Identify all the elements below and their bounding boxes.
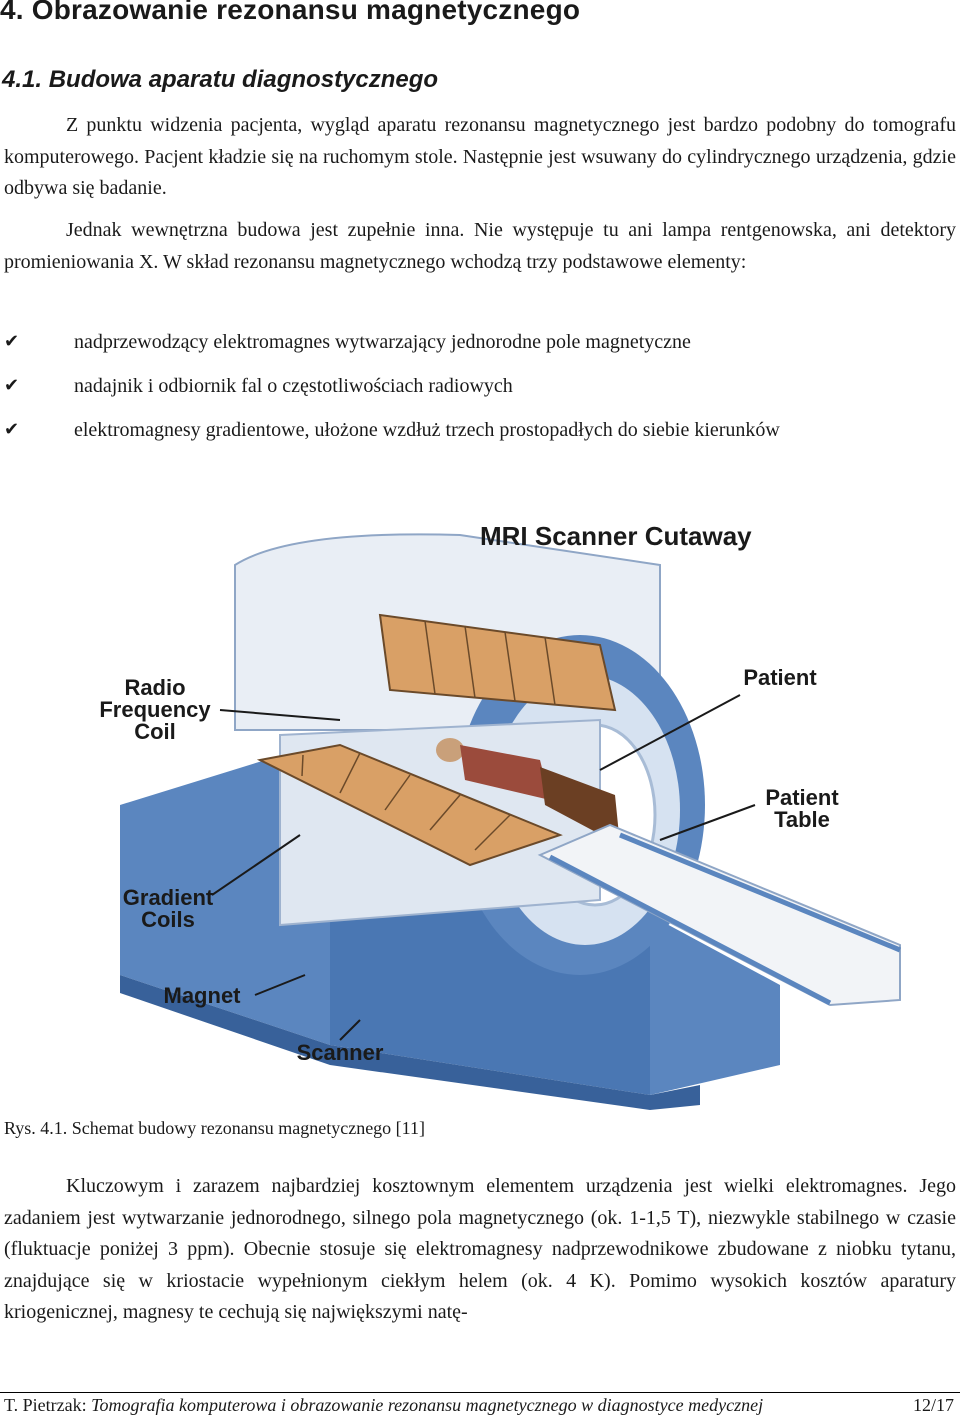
gradient-coil-bottom	[256, 743, 563, 867]
patient-figure	[436, 738, 620, 845]
checkmark-icon: ✔	[4, 375, 20, 396]
list-item: ✔elektromagnesy gradientowe, ułożone wzd…	[4, 408, 780, 452]
paragraph-intro: Z punktu widzenia pacjenta, wygląd apara…	[4, 114, 956, 199]
gradient-coil-bottom-segments	[301, 752, 511, 851]
leader-magnet	[254, 974, 306, 996]
leader-gradient-coils	[211, 834, 301, 896]
checkmark-icon: ✔	[4, 331, 20, 352]
label-patient-table-line2: Table	[774, 807, 830, 832]
table-rail-bottom	[548, 854, 832, 1006]
label-patient: Patient	[743, 665, 817, 690]
label-magnet: Magnet	[164, 983, 242, 1008]
label-rf-coil-line1: Radio	[124, 675, 185, 700]
label-scanner: Scanner	[297, 1040, 384, 1065]
footer-title: Tomografia komputerowa i obrazowanie rez…	[91, 1395, 764, 1415]
list-item: ✔nadajnik i odbiornik fal o częstotliwoś…	[4, 364, 780, 408]
label-rf-coil-line3: Coil	[134, 719, 176, 744]
footer-author: T. Pietrzak:	[4, 1395, 92, 1415]
label-gradient-coils-line2: Coils	[141, 907, 195, 932]
label-rf-coil-line2: Frequency	[99, 697, 211, 722]
footer-citation: T. Pietrzak: Tomografia komputerowa i ob…	[4, 1395, 763, 1416]
leader-rf-coil	[219, 709, 341, 721]
label-gradient-coils-line1: Gradient	[123, 885, 214, 910]
paragraph-electromagnet: Kluczowym i zarazem najbardziej kosztown…	[4, 1175, 956, 1323]
chapter-heading: 4. Obrazowanie rezonansu magnetycznego	[0, 0, 581, 25]
leader-patient-table	[659, 804, 756, 841]
magnet-base-bottom	[120, 975, 700, 1110]
figure-caption: Rys. 4.1. Schemat budowy rezonansu magne…	[4, 1118, 426, 1138]
checkmark-icon: ✔	[4, 419, 20, 440]
rf-coil-top	[378, 613, 617, 712]
leader-scanner	[339, 1019, 361, 1041]
rf-coil-top-segments	[424, 620, 556, 706]
mri-scanner-cutaway-figure: MRI Scanner Cutaway Radio Frequency Coil…	[99, 521, 901, 1110]
table-support	[650, 915, 780, 1095]
figure-title: MRI Scanner Cutaway	[480, 521, 752, 551]
leader-patient	[599, 694, 741, 771]
label-patient-table-line1: Patient	[765, 785, 839, 810]
list-item: ✔nadprzewodzący elektromagnes wytwarzają…	[4, 320, 780, 364]
table-rail-top	[619, 832, 901, 953]
page-number: 12/17	[912, 1395, 954, 1415]
paragraph-internal-structure: Jednak wewnętrzna budowa jest zupełnie i…	[4, 219, 956, 273]
magnet-base-left	[120, 740, 330, 1045]
page-footer: T. Pietrzak: Tomografia komputerowa i ob…	[0, 1392, 960, 1418]
component-list: ✔nadprzewodzący elektromagnes wytwarzają…	[4, 320, 780, 452]
section-heading: 4.1. Budowa aparatu diagnostycznego	[2, 66, 439, 93]
